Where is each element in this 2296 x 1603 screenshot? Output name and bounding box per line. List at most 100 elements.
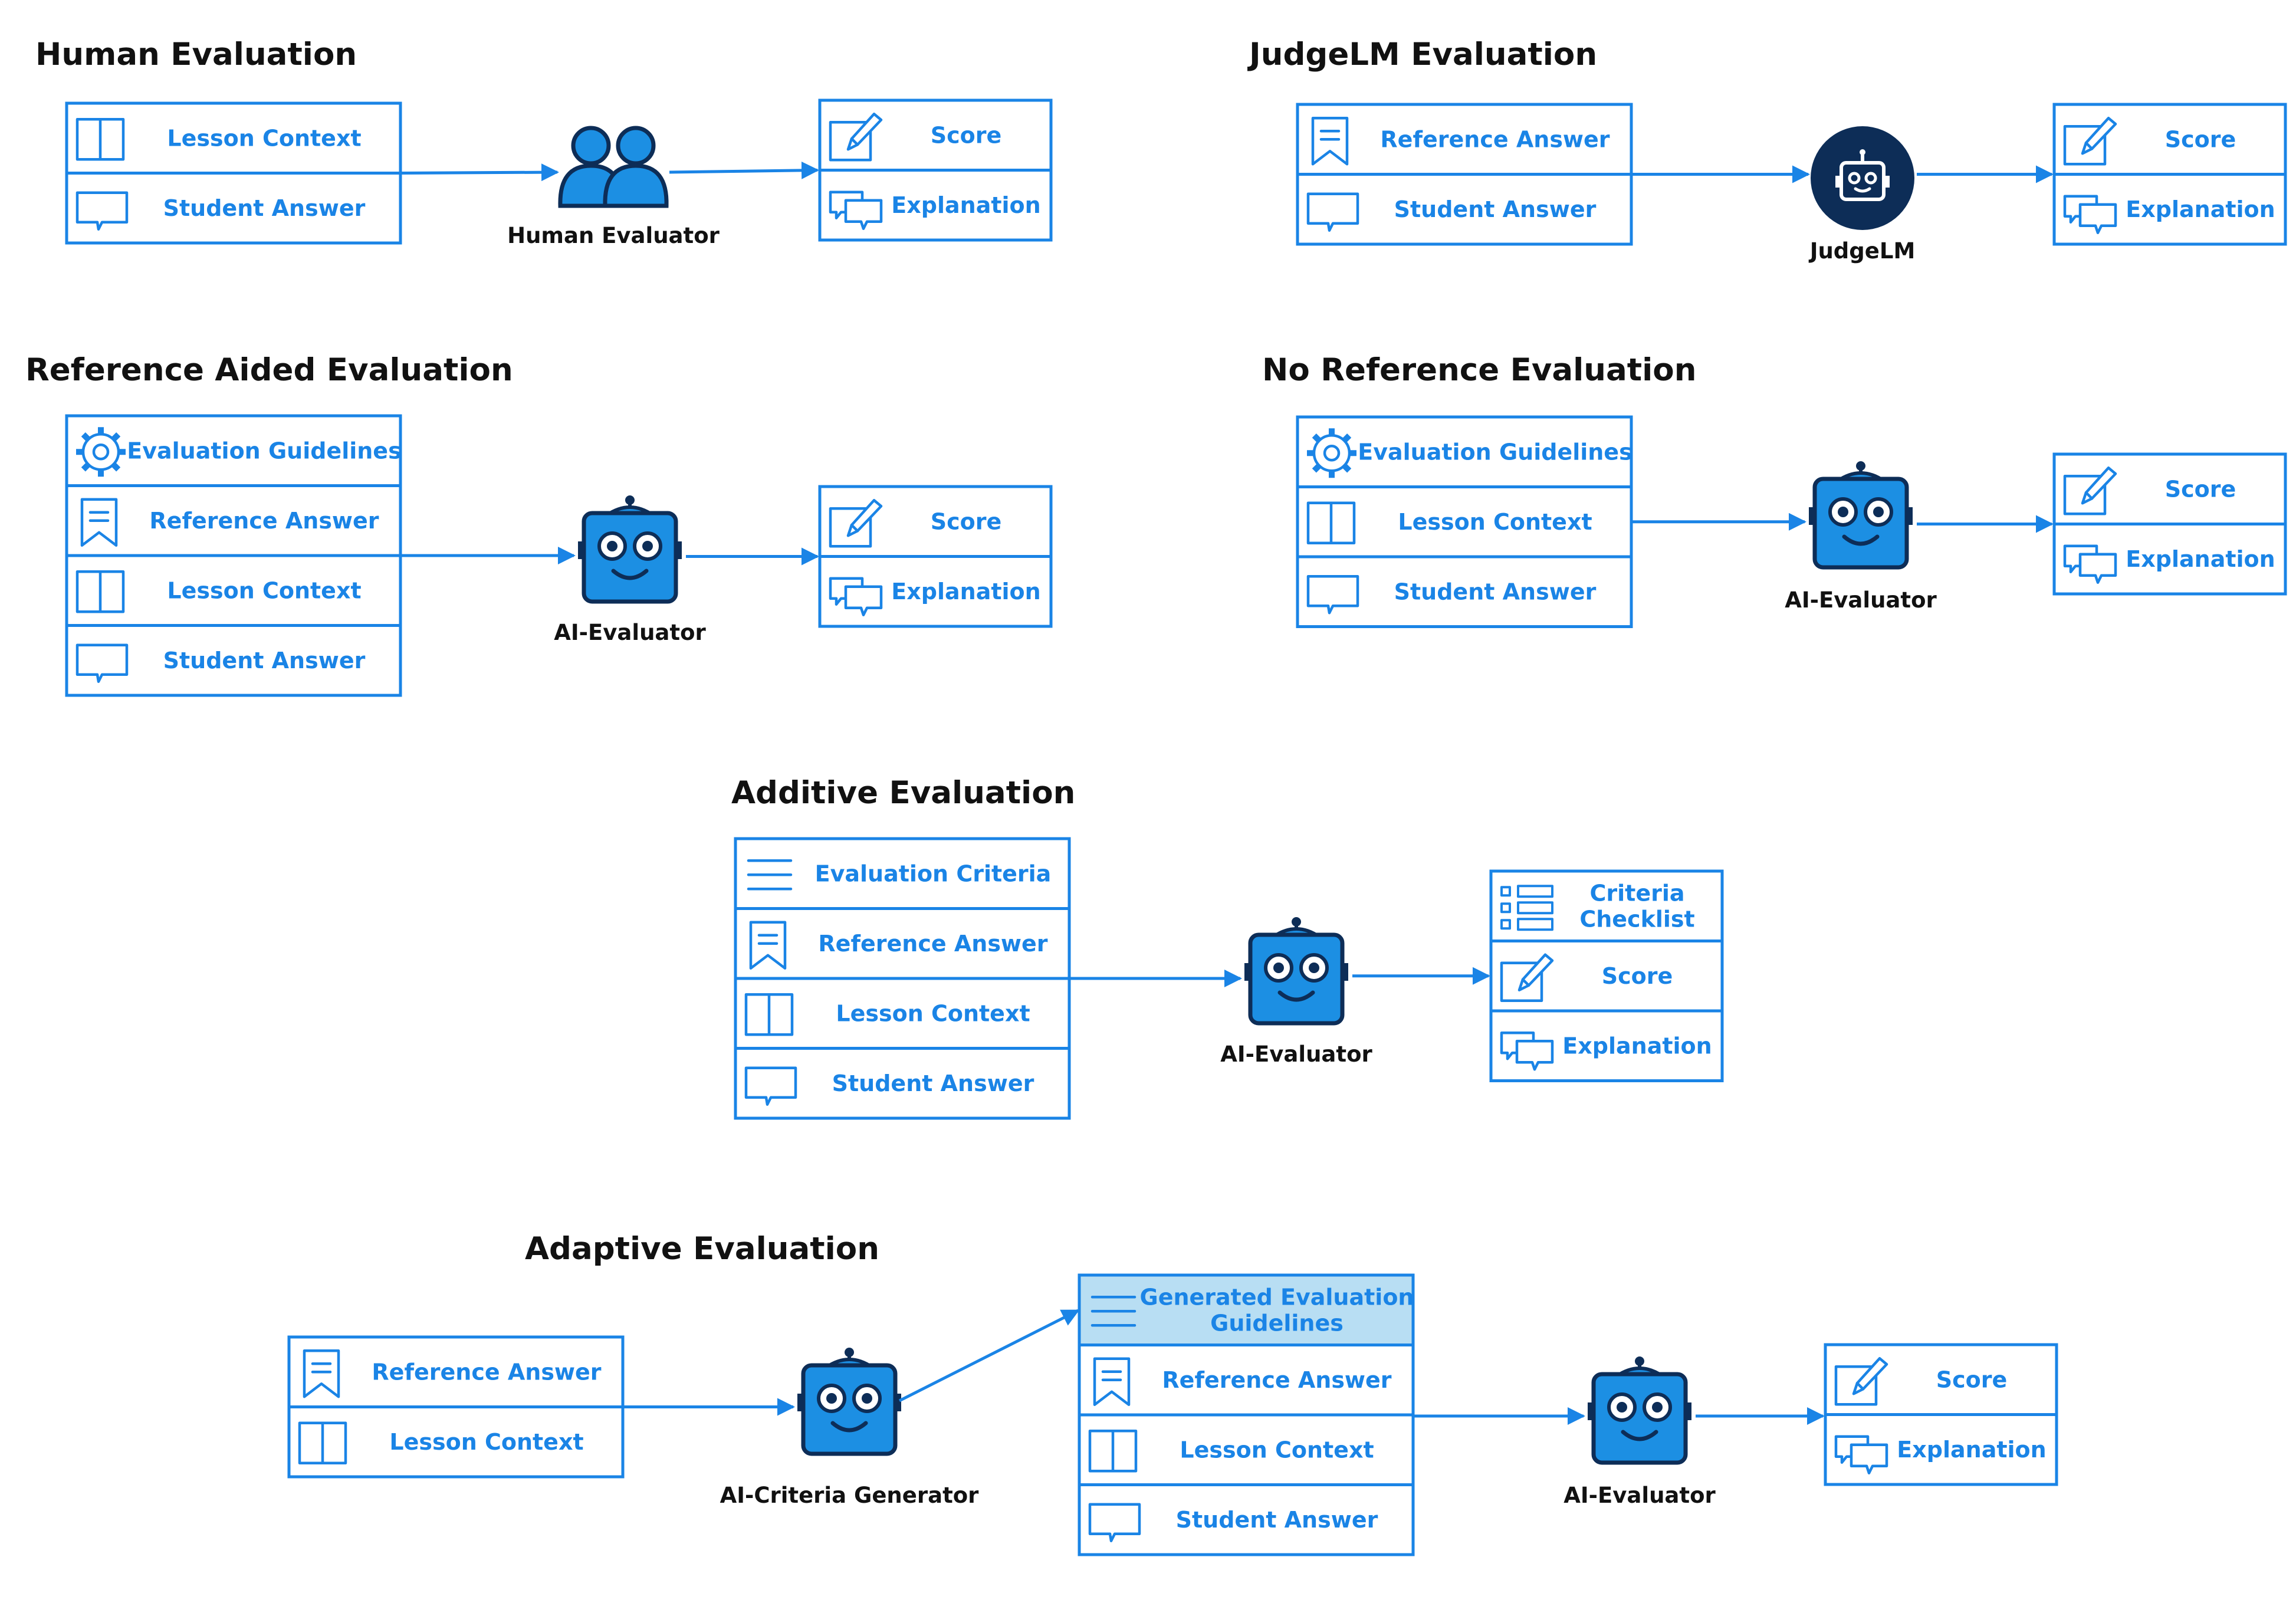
stack-row: Evaluation Guidelines (65, 414, 402, 487)
row-label: Lesson Context (167, 125, 361, 151)
list-lines-icon (747, 859, 793, 891)
row-label: Lesson Context (1398, 509, 1592, 535)
row-label: Reference Answer (149, 508, 379, 534)
row-label: Explanation (891, 579, 1040, 605)
row-label: Score (931, 122, 1002, 148)
agent (558, 126, 669, 208)
speech-bubble-icon (1088, 1503, 1141, 1542)
stack-row: Evaluation Criteria (734, 837, 1071, 910)
robot-icon (1244, 917, 1348, 1026)
chat-bubbles-icon (2063, 195, 2117, 234)
stack-row: Score (1489, 940, 1724, 1013)
stack-row: Explanation (818, 169, 1053, 242)
agent-label: Human Evaluator (507, 223, 720, 248)
book-icon (744, 993, 794, 1036)
section-title: Additive Evaluation (731, 775, 1075, 811)
stack-row: Student Answer (734, 1047, 1071, 1120)
agent-label: AI-Evaluator (1563, 1483, 1716, 1508)
speech-bubble-icon (744, 1066, 797, 1106)
stack-row: Student Answer (1296, 173, 1633, 246)
pencil-square-icon (829, 499, 883, 548)
row-label: Score (1602, 963, 1673, 989)
row-label: Evaluation Guidelines (1358, 439, 1632, 465)
row-label: Lesson Context (1180, 1437, 1374, 1463)
row-label: Score (931, 508, 1002, 534)
agent (1244, 917, 1348, 1026)
book-icon (298, 1421, 347, 1464)
row-label: Reference Answer (372, 1359, 601, 1385)
stack-row: Lesson Context (65, 101, 402, 175)
section-title: JudgeLM Evaluation (1247, 37, 1597, 73)
agent (1811, 126, 1914, 230)
pencil-square-icon (1500, 953, 1554, 1002)
users-icon (558, 126, 669, 208)
stack-row: Explanation (2052, 173, 2287, 246)
chat-bubbles-icon (829, 577, 883, 616)
stack-row: Lesson Context (1078, 1413, 1415, 1486)
stack-row: Score (818, 98, 1053, 172)
robot-circle-icon (1811, 126, 1914, 230)
agent-label: JudgeLM (1808, 238, 1916, 264)
row-box (65, 484, 402, 557)
gear-icon (76, 427, 126, 477)
stack-row: Student Answer (65, 624, 402, 697)
book-icon (75, 118, 125, 161)
row-box (734, 907, 1071, 980)
speech-bubble-icon (1306, 192, 1359, 232)
row-box (287, 1405, 625, 1479)
row-label: Student Answer (1176, 1507, 1378, 1533)
checklist-icon (1500, 885, 1553, 931)
stack-row: Evaluation Guidelines (1296, 415, 1633, 488)
pencil-square-icon (829, 113, 883, 162)
agent-label: AI-Evaluator (1220, 1042, 1372, 1067)
row-box (65, 172, 402, 245)
book-icon (1088, 1430, 1138, 1473)
row-label: Student Answer (1394, 196, 1597, 222)
stack-row: Lesson Context (65, 554, 402, 627)
book-icon (1306, 501, 1356, 544)
stack-row: Score (1824, 1343, 2058, 1416)
chat-bubbles-icon (829, 190, 883, 230)
chat-bubbles-icon (2063, 544, 2117, 584)
agent-label: AI-Evaluator (1785, 587, 1937, 613)
robot-icon (1809, 461, 1913, 570)
stack-row: Reference Answer (1296, 103, 1633, 176)
row-label: Reference Answer (1162, 1367, 1391, 1393)
stack-row: Score (2052, 452, 2287, 525)
row-box (1296, 173, 1633, 246)
section-title: No Reference Evaluation (1262, 352, 1696, 388)
pencil-square-icon (2063, 467, 2117, 515)
row-label: Lesson Context (167, 577, 361, 603)
robot-icon (578, 495, 682, 604)
stack-row: Reference Answer (65, 484, 402, 557)
speech-bubble-icon (75, 191, 129, 231)
agent (578, 495, 682, 604)
row-label: Student Answer (163, 195, 366, 221)
stack-row: Reference Answer (287, 1335, 625, 1408)
book-icon (75, 570, 125, 613)
section-title: Adaptive Evaluation (525, 1231, 879, 1267)
flow-arrow (669, 161, 819, 179)
flow-arrow (400, 163, 559, 182)
robot-icon (797, 1348, 901, 1456)
row-label: Lesson Context (389, 1429, 583, 1455)
stack-row: Score (2052, 103, 2287, 176)
row-label: Explanation (1562, 1033, 1712, 1059)
stack-row: Student Answer (1296, 555, 1633, 628)
agent-label: AI-Evaluator (554, 620, 706, 645)
stack-row: Explanation (1489, 1009, 1724, 1082)
section-title: Reference Aided Evaluation (25, 352, 513, 388)
section-title: Human Evaluation (35, 37, 357, 73)
stack-row: Score (818, 485, 1053, 558)
pencil-square-icon (2063, 117, 2117, 166)
row-label: Student Answer (1394, 579, 1597, 605)
